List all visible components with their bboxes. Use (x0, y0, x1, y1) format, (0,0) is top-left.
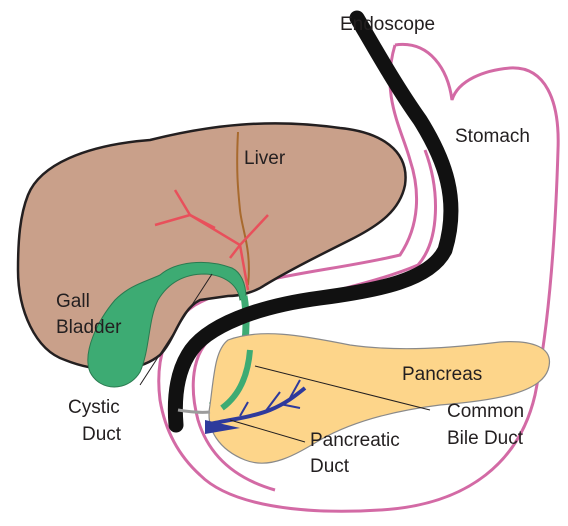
label-pancreatic-duct: Duct (310, 456, 350, 477)
label-cystic: Cystic (68, 397, 120, 418)
label-common: Common (447, 401, 524, 422)
label-gall: Gall (56, 291, 90, 312)
label-liver: Liver (244, 148, 286, 169)
label-pancreatic: Pancreatic (310, 430, 400, 451)
label-pancreas: Pancreas (402, 364, 482, 385)
endoscope-tool (178, 410, 210, 412)
label-bile-duct: Bile Duct (447, 428, 524, 449)
label-bladder: Bladder (56, 317, 122, 338)
label-endoscope: Endoscope (340, 14, 435, 35)
label-cystic-duct: Duct (82, 424, 122, 445)
label-stomach: Stomach (455, 126, 530, 147)
